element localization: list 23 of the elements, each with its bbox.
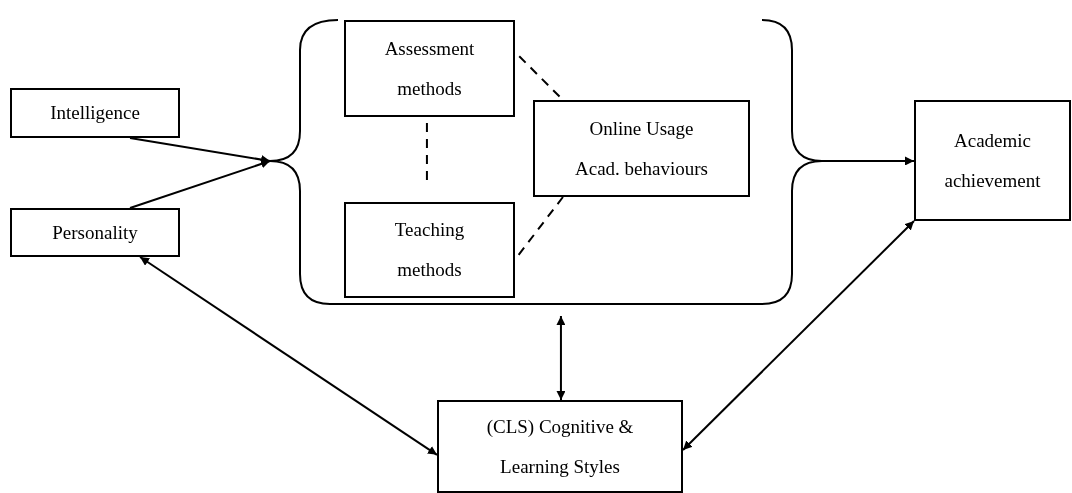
dashed-line	[425, 122, 428, 183]
arrow	[129, 137, 271, 164]
box-label: Assessment methods	[383, 36, 476, 101]
factor-box	[344, 20, 515, 117]
factor-box	[10, 208, 180, 257]
box-label: Intelligence	[50, 101, 140, 125]
factor-box	[533, 100, 750, 197]
factor-box	[344, 202, 515, 298]
outcome-box	[914, 100, 1071, 221]
dashed-line	[517, 196, 564, 256]
box-label: Acad. behaviours	[575, 156, 708, 181]
box-label: (CLS) Cognitive & Learning Styles	[485, 414, 635, 479]
box-label: Personality	[52, 220, 138, 245]
box-label: Online Usage	[589, 116, 694, 141]
factor-box	[10, 88, 180, 138]
double-arrow	[556, 315, 566, 401]
arrow	[821, 156, 915, 166]
factor-box	[437, 400, 683, 493]
arrow	[129, 159, 271, 209]
double-arrow	[682, 220, 915, 452]
box-label: Academic achievement	[943, 128, 1042, 193]
double-arrow	[139, 256, 438, 456]
box-label: Teaching methods	[393, 218, 466, 282]
